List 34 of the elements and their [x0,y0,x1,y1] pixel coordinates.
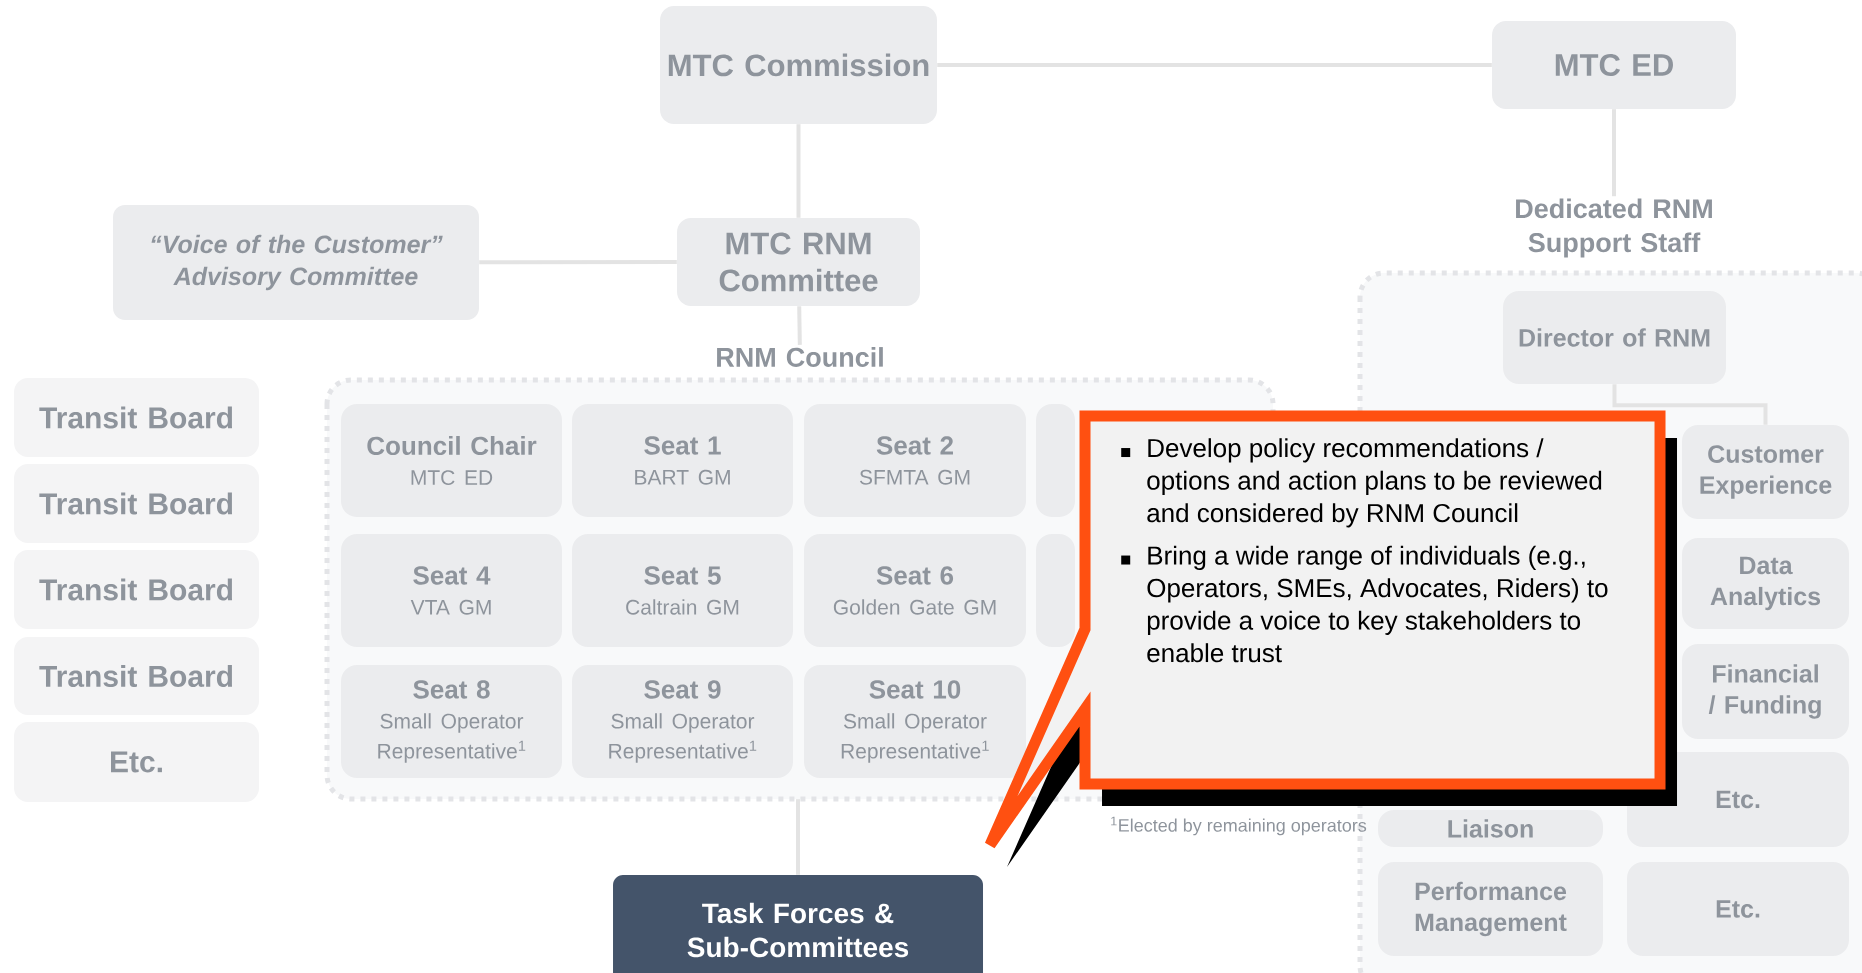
staff-box: Director of RNM [1503,291,1726,384]
board-box: Transit Board [14,378,259,457]
connector-line [797,306,802,345]
seat-box: Seat 2 SFMTA GM [804,404,1026,517]
seat-box: Seat 4 VTA GM [341,534,562,647]
staff-box: Customer Experience [1682,425,1849,519]
board-box: Transit Board [14,464,259,543]
staff-box: Financial / Funding [1682,644,1849,739]
seat-box: Council Chair MTC ED [341,404,562,517]
staff-box: Performance Management [1378,862,1603,956]
seat-box: Seat 6 Golden Gate GM [804,534,1026,647]
seat-box [1036,534,1075,647]
org-box: MTC RNM Committee [677,218,920,306]
board-box: Transit Board [14,550,259,629]
staff-box: Liaison [1378,810,1603,847]
connector-line [796,124,801,218]
seat-box: Seat 8 Small Operator Representative$^{1}$ [341,665,562,778]
seat-box: Seat 10 Small Operator Representative$^{1}$ [804,665,1026,778]
org-box: MTC Commission [660,6,937,124]
board-box: Transit Board [14,637,259,715]
committee-box: “Voice of the Customer” Advisory Committee [113,205,479,320]
seat-box: Seat 1 BART GM [572,404,793,517]
seat-box: Seat 9 Small Operator Representative$^{1}$ [572,665,793,778]
org-box: MTC ED [1492,21,1736,109]
seat-box: Seat 5 Caltrain GM [572,534,793,647]
task-force-box: Task Forces & Sub-Committees [613,875,983,973]
staff-box: Etc. [1627,862,1849,956]
group-heading: Dedicated RNM Support Staff [1516,198,1712,258]
group-heading: RNM Council [717,347,883,367]
connector-line [479,260,677,265]
footnote: $^{1}$Elected by remaining operators [1111,816,1367,836]
connector-line [1612,384,1768,425]
staff-box: Data Analytics [1682,538,1849,629]
board-box: Etc. [14,722,259,802]
